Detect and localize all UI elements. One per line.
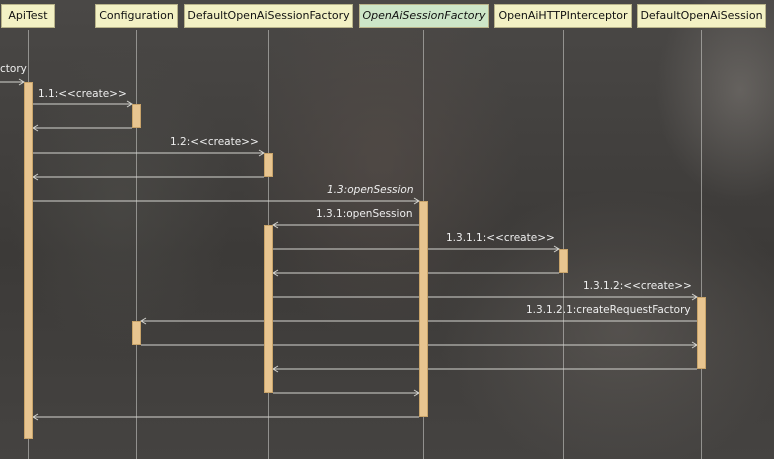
message-label-incoming: ctory bbox=[0, 63, 27, 75]
participant-configuration[interactable]: Configuration bbox=[95, 4, 178, 28]
message-label-1-3-1: 1.3.1:openSession bbox=[316, 208, 413, 220]
message-label-1-1: 1.1:<<create>> bbox=[38, 88, 127, 100]
lifeline-openaihttpinterceptor bbox=[563, 30, 564, 459]
participant-apitest[interactable]: ApiTest bbox=[1, 4, 55, 28]
activation-factory-opensession bbox=[264, 225, 273, 393]
activation-interceptor bbox=[559, 249, 568, 273]
message-label-1-3-1-2-1: 1.3.1.2.1:createRequestFactory bbox=[526, 304, 691, 316]
lifeline-configuration bbox=[136, 30, 137, 459]
activation-sessionfactory bbox=[419, 201, 428, 417]
message-label-1-2: 1.2:<<create>> bbox=[170, 136, 259, 148]
activation-configuration-1 bbox=[132, 104, 141, 128]
message-label-1-3-1-1: 1.3.1.1:<<create>> bbox=[446, 232, 555, 244]
message-label-1-3-1-2: 1.3.1.2:<<create>> bbox=[583, 280, 692, 292]
activation-configuration-2 bbox=[132, 321, 141, 345]
activation-apitest bbox=[24, 82, 33, 439]
message-label-1-3: 1.3:openSession bbox=[327, 184, 414, 196]
participant-openaihttpinterceptor[interactable]: OpenAiHTTPInterceptor bbox=[494, 4, 632, 28]
participant-defaultopenaisessionfactory[interactable]: DefaultOpenAiSessionFactory bbox=[184, 4, 353, 28]
activation-factory-create bbox=[264, 153, 273, 177]
lifeline-defaultopenaisession bbox=[701, 30, 702, 459]
participant-defaultopenaisession[interactable]: DefaultOpenAiSession bbox=[637, 4, 766, 28]
activation-session bbox=[697, 297, 706, 369]
participant-openaisessionfactory[interactable]: OpenAiSessionFactory bbox=[359, 4, 489, 28]
